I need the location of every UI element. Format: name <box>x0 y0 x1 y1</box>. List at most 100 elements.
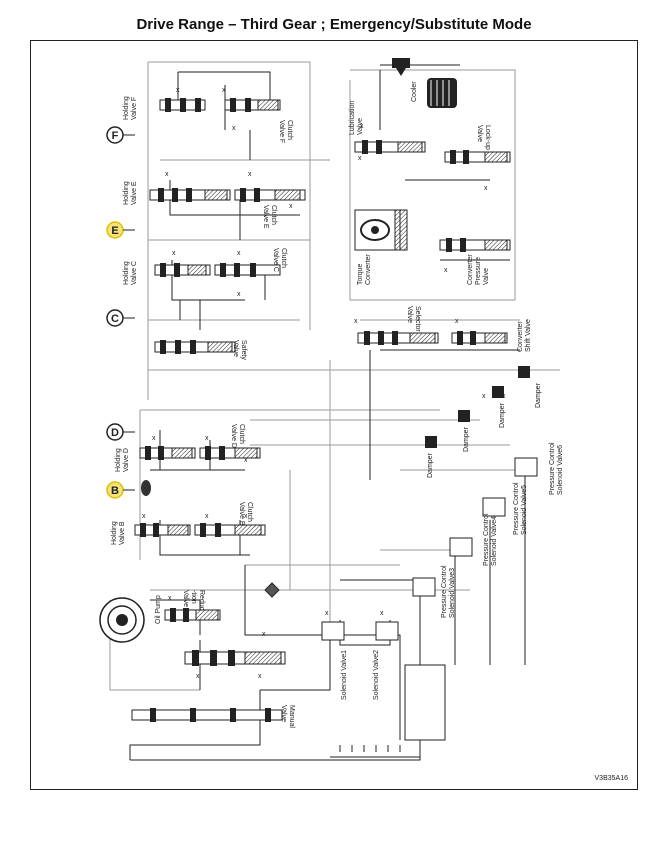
connector-strip <box>330 745 420 758</box>
label-reduction-valve: Reduc-tionValve <box>182 590 205 611</box>
label-safety-valve: SafetyValve <box>232 340 247 360</box>
label-line: Valve <box>182 590 189 607</box>
label-line: Clutch <box>238 424 245 444</box>
svg-text:x: x <box>444 267 448 274</box>
gray-pipework <box>109 61 560 691</box>
label-line: Solenoid Valve5 <box>521 485 528 535</box>
svg-text:x: x <box>168 595 172 602</box>
port-e: E <box>106 221 135 239</box>
reduction-valve-spool <box>164 608 221 622</box>
svg-text:x: x <box>455 318 459 325</box>
svg-text:x: x <box>502 393 506 400</box>
control-unit-box <box>404 664 446 741</box>
label-line: Holding <box>111 521 118 545</box>
svg-text:x: x <box>205 435 209 442</box>
label-line: Pressure Control <box>513 482 520 535</box>
label-holding-valve-b: HoldingValve B <box>111 521 126 545</box>
svg-text:x: x <box>165 171 169 178</box>
label-line: Oil Pump <box>155 595 162 624</box>
label-holding-valve-c: HoldingValve C <box>123 261 138 285</box>
ball-check-valve <box>141 480 151 496</box>
holding-valve-b-spool <box>134 523 191 537</box>
port-e-letter: E <box>111 225 118 237</box>
component-labels: HoldingValve F ClutchValve F HoldingValv… <box>111 81 564 729</box>
label-clutch-valve-c: ClutchValve C <box>272 248 287 272</box>
port-b-letter: B <box>111 485 119 497</box>
label-damper-4: Damper <box>535 382 542 408</box>
port-b: B <box>106 481 135 499</box>
label-line: Lock-up <box>484 125 491 150</box>
label-line: Solenoid Valve6 <box>557 445 564 495</box>
label-damper-3: Damper <box>499 402 506 428</box>
svg-text:x: x <box>222 87 226 94</box>
label-line: Solenoid Valve2 <box>373 650 380 700</box>
holding-valve-f-spool <box>159 98 206 112</box>
pressure-control-solenoids <box>412 457 538 597</box>
svg-text:x: x <box>360 123 364 130</box>
svg-text:x: x <box>244 513 248 520</box>
label-clutch-valve-d: ClutchValve D <box>230 424 245 448</box>
label-line: Selector <box>414 306 421 332</box>
svg-text:x: x <box>521 369 525 376</box>
page-title: Drive Range – Third Gear ; Emergency/Sub… <box>136 16 532 33</box>
label-pc-solenoid-5: Pressure ControlSolenoid Valve5 <box>513 482 528 535</box>
label-selector-valve: SelectorValve <box>406 306 421 332</box>
label-line: Valve C <box>131 261 138 285</box>
label-solenoid-valve-2: Solenoid Valve2 <box>373 650 380 700</box>
svg-text:x: x <box>484 185 488 192</box>
label-line: Valve <box>280 705 287 722</box>
converter-shift-valve-spool <box>451 331 508 345</box>
label-line: Converter <box>467 254 474 285</box>
svg-text:x: x <box>205 513 209 520</box>
safety-valve-spool <box>154 340 236 354</box>
clutch-valve-f-spool <box>224 98 281 112</box>
label-line: Pressure Control <box>483 513 490 566</box>
svg-text:x: x <box>142 513 146 520</box>
svg-text:x: x <box>152 435 156 442</box>
cooler-symbol <box>427 78 457 108</box>
port-d: D <box>106 423 135 441</box>
label-clutch-valve-f: ClutchValve F <box>278 120 293 143</box>
label-line: Valve F <box>131 97 138 120</box>
label-line: Valve B <box>238 502 245 526</box>
label-line: Converter <box>517 321 524 352</box>
port-c-letter: C <box>111 313 119 325</box>
clutch-valve-c-spool <box>214 263 281 277</box>
svg-text:x: x <box>482 393 486 400</box>
clutch-valve-d-spool <box>199 446 261 460</box>
port-f: F <box>106 126 135 144</box>
label-line: Clutch <box>246 502 253 522</box>
manual-valve-spool <box>131 708 283 722</box>
pressure-regulator-spool <box>184 650 286 666</box>
label-line: Cooler <box>411 81 418 102</box>
svg-text:x: x <box>258 673 262 680</box>
label-line: Valve <box>406 306 413 323</box>
svg-text:x: x <box>196 673 200 680</box>
label-line: Converter <box>365 254 372 285</box>
label-converter-pressure-valve: ConverterPressureValve <box>467 254 490 285</box>
label-line: Valve E <box>262 205 269 229</box>
label-pc-solenoid-6: Pressure ControlSolenoid Valve6 <box>549 442 564 495</box>
svg-text:x: x <box>232 125 236 132</box>
label-line: Damper <box>535 382 542 408</box>
svg-text:x: x <box>262 631 266 638</box>
converter-pressure-valve-spool <box>439 238 511 252</box>
label-line: Shift Valve <box>525 319 532 352</box>
label-converter-shift-valve: ConverterShift Valve <box>517 319 532 352</box>
clutch-valve-e-spool <box>234 188 306 202</box>
valve-spools <box>131 98 511 722</box>
label-line: Valve <box>357 118 364 135</box>
label-manual-valve: ManualValve <box>280 705 295 728</box>
label-line: Valve E <box>131 181 138 205</box>
oil-pump-symbol <box>99 597 145 643</box>
svg-text:x: x <box>244 457 248 464</box>
label-line: Manual <box>288 705 295 728</box>
label-line: Solenoid Valve1 <box>341 650 348 700</box>
label-line: Valve <box>232 340 239 357</box>
label-holding-valve-f: HoldingValve F <box>123 96 138 120</box>
label-line: Holding <box>123 181 130 205</box>
label-line: Reduc <box>198 590 205 611</box>
label-line: Lubrication <box>349 101 356 135</box>
label-line: Pressure Control <box>549 442 556 495</box>
holding-valve-c-spool <box>154 263 211 277</box>
